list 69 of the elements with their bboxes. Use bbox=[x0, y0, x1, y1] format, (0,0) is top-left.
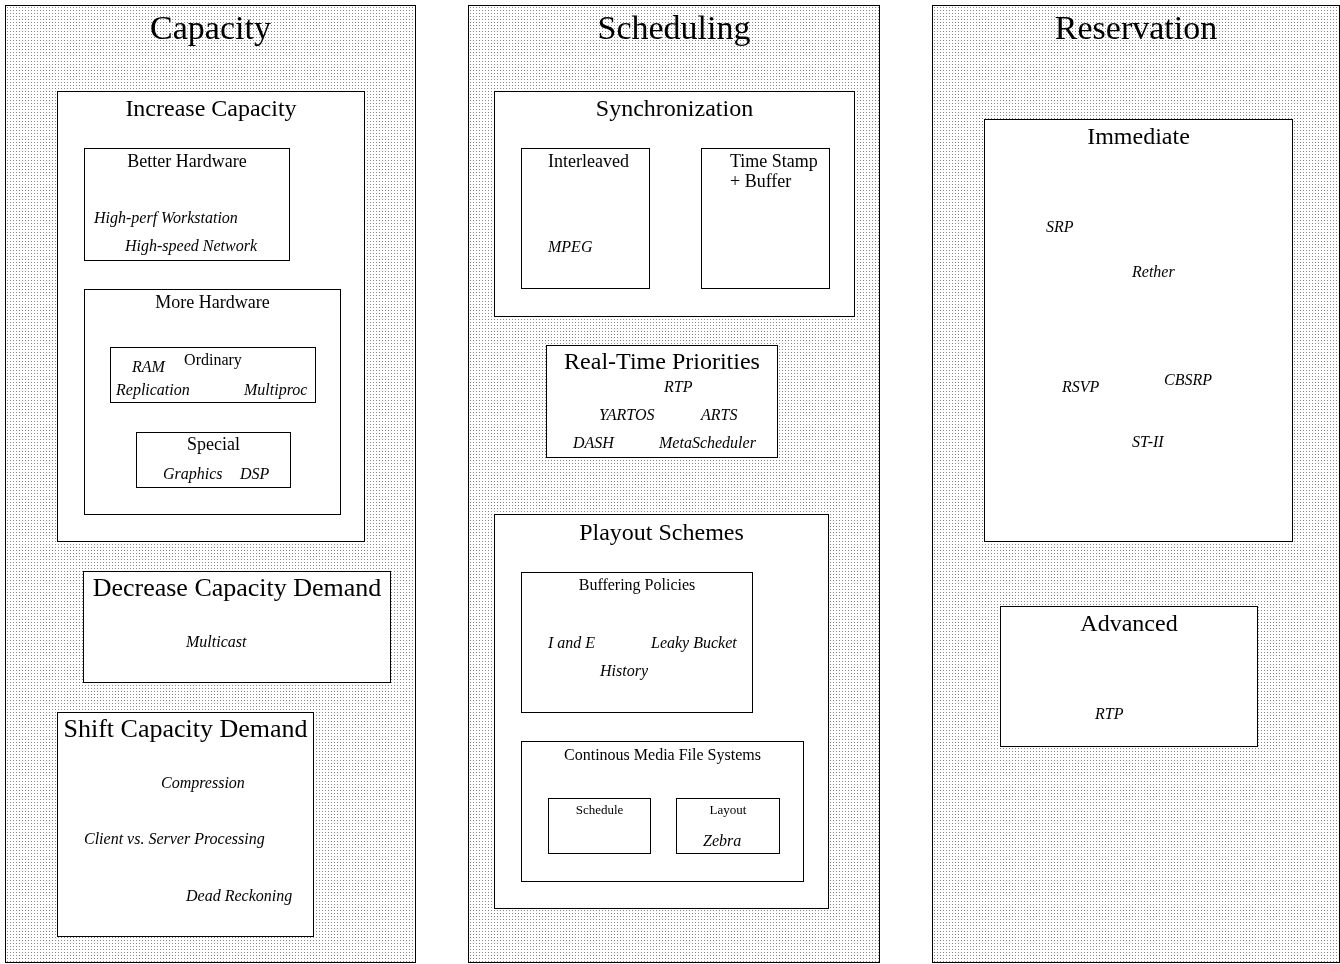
item-label: ARTS bbox=[701, 406, 738, 424]
column-panel bbox=[5, 5, 416, 963]
category-box bbox=[110, 347, 316, 403]
item-label: Replication bbox=[116, 381, 190, 399]
box-title: Better Hardware bbox=[127, 152, 247, 172]
item-label: Rether bbox=[1132, 263, 1175, 281]
item-label: High-perf Workstation bbox=[94, 209, 238, 227]
group-panel bbox=[57, 91, 365, 542]
box-title: Real-Time Priorities bbox=[564, 348, 760, 375]
box-title: Synchronization bbox=[595, 95, 754, 122]
box-title: Capacity bbox=[150, 9, 271, 47]
column-panel bbox=[932, 5, 1340, 963]
category-box bbox=[701, 148, 830, 289]
item-label: DASH bbox=[573, 434, 614, 452]
box-title: Advanced bbox=[1080, 610, 1178, 637]
category-box bbox=[521, 148, 650, 289]
box-title: Shift Capacity Demand bbox=[63, 715, 308, 744]
box-title: Playout Schemes bbox=[579, 519, 744, 546]
category-box bbox=[136, 432, 291, 488]
item-label: CBSRP bbox=[1164, 371, 1212, 389]
item-label: Compression bbox=[161, 774, 245, 792]
item-label: Multicast bbox=[186, 633, 247, 651]
item-label: ST-II bbox=[1132, 433, 1164, 451]
box-title: Layout bbox=[709, 803, 747, 818]
box-title: Interleaved bbox=[548, 152, 629, 172]
item-label: YARTOS bbox=[599, 406, 655, 424]
item-label: Zebra bbox=[703, 832, 742, 850]
item-label: History bbox=[600, 662, 648, 680]
category-box bbox=[83, 571, 391, 683]
item-label: Dead Reckoning bbox=[186, 887, 293, 905]
group-panel bbox=[494, 514, 829, 909]
box-title: More Hardware bbox=[155, 293, 270, 313]
box-title: Continous Media File Systems bbox=[564, 746, 761, 764]
category-box bbox=[1000, 606, 1258, 747]
item-label: RSVP bbox=[1062, 378, 1100, 396]
category-box bbox=[521, 572, 753, 713]
item-label: Multiproc bbox=[244, 381, 308, 399]
box-title: Decrease Capacity Demand bbox=[92, 574, 382, 603]
item-label: Client vs. Server Processing bbox=[84, 830, 265, 848]
box-title: Scheduling bbox=[597, 9, 751, 47]
column-panel bbox=[468, 5, 880, 963]
item-label: Graphics bbox=[163, 465, 223, 483]
group-panel bbox=[521, 741, 804, 882]
category-box bbox=[84, 148, 290, 261]
category-box bbox=[676, 798, 780, 854]
item-label: Leaky Bucket bbox=[651, 634, 737, 652]
box-title: Time Stamp + Buffer bbox=[730, 152, 819, 192]
item-label: RTP bbox=[664, 378, 693, 396]
box-title: Special bbox=[187, 435, 240, 455]
category-box bbox=[57, 712, 314, 937]
box-title: Buffering Policies bbox=[578, 576, 696, 594]
item-label: RTP bbox=[1095, 705, 1124, 723]
category-box bbox=[984, 119, 1293, 542]
category-box bbox=[546, 345, 778, 458]
box-title: Reservation bbox=[1054, 9, 1218, 47]
group-panel bbox=[494, 91, 855, 317]
item-label: MPEG bbox=[548, 238, 593, 256]
item-label: MetaScheduler bbox=[659, 434, 756, 452]
item-label: RAM bbox=[132, 358, 165, 376]
item-label: High-speed Network bbox=[125, 237, 257, 255]
item-label: I and E bbox=[548, 634, 596, 652]
box-title: Schedule bbox=[575, 803, 624, 818]
item-label: DSP bbox=[240, 465, 270, 483]
item-label: SRP bbox=[1046, 218, 1074, 236]
box-title: Immediate bbox=[1087, 123, 1190, 150]
category-box bbox=[548, 798, 651, 854]
box-title: Ordinary bbox=[184, 351, 242, 369]
box-title: Increase Capacity bbox=[125, 95, 297, 122]
group-panel bbox=[84, 289, 341, 515]
